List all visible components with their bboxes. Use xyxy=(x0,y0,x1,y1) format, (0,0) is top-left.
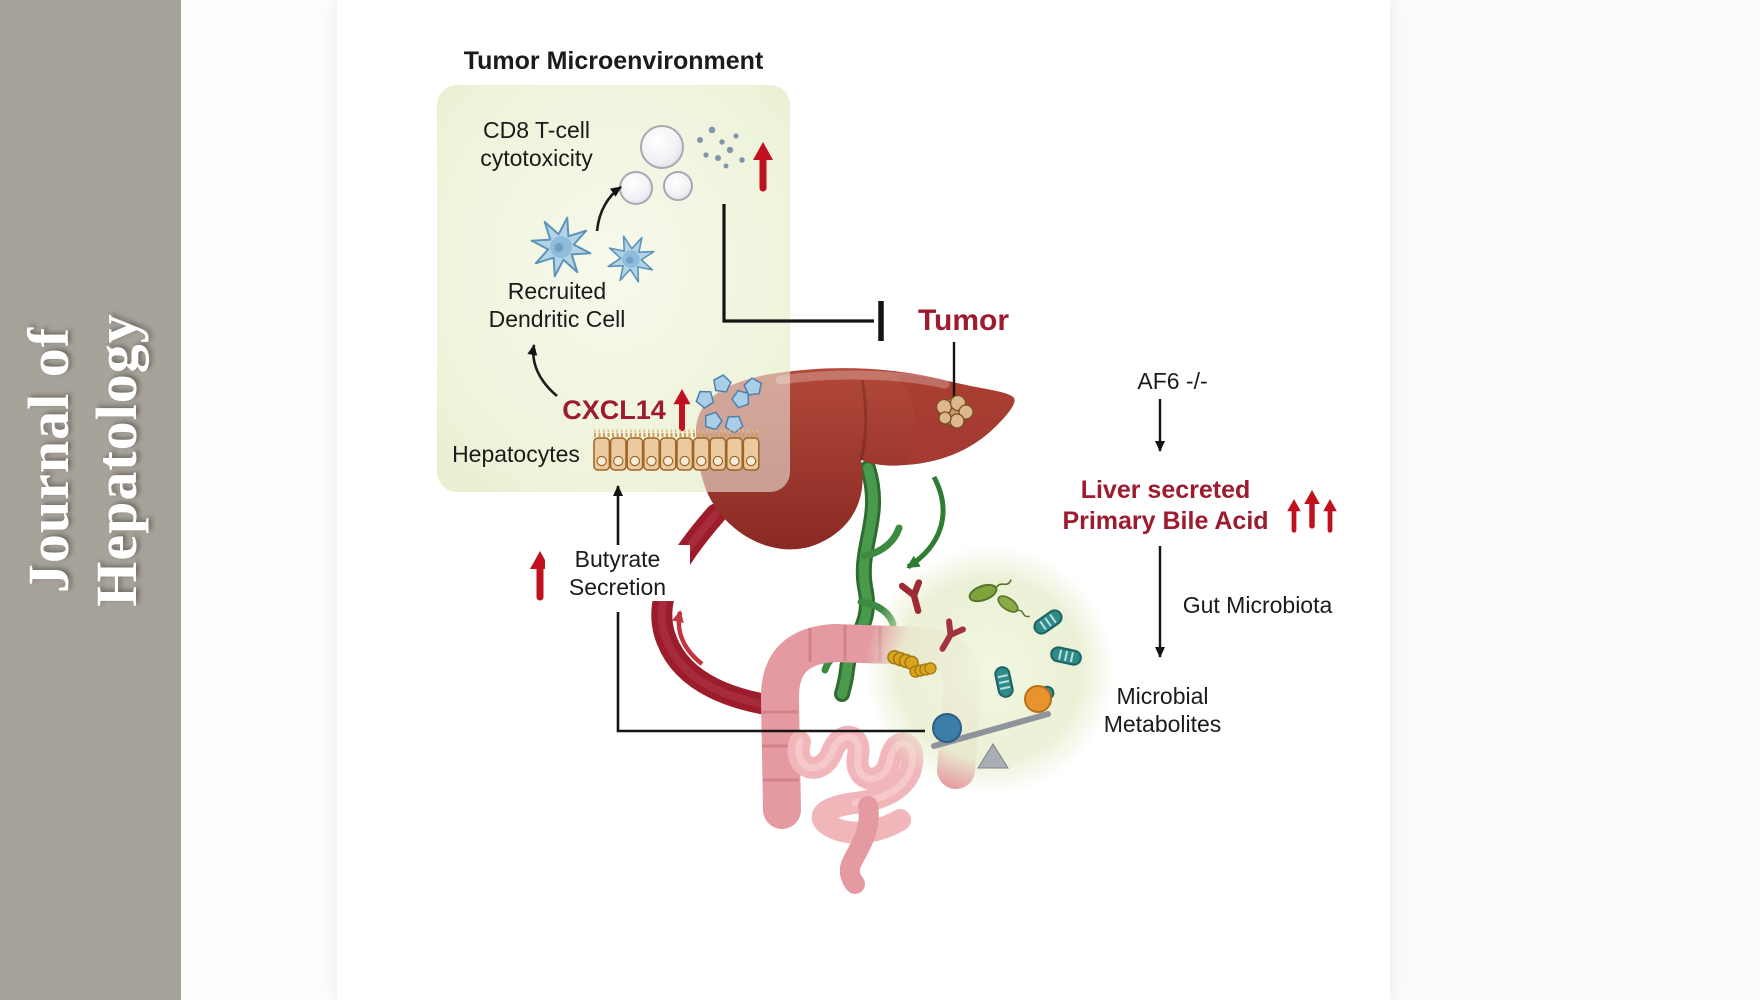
dendritic-label: Recruited Dendritic Cell xyxy=(452,277,662,333)
dendritic-label-line2: Dendritic Cell xyxy=(488,306,626,333)
hepatocytes-label: Hepatocytes xyxy=(452,441,580,467)
t-cell-icon xyxy=(619,125,693,205)
dendritic-label-line1: Recruited xyxy=(507,278,607,304)
microbiome-circle xyxy=(865,545,1115,795)
bile-up-arrows-icon xyxy=(1287,490,1337,530)
bacteria-icons xyxy=(885,579,1084,704)
hepatocyte-row xyxy=(593,429,760,471)
vessel-flow-arrow-icon xyxy=(672,610,704,666)
bile-acid-label-line2: Primary Bile Acid xyxy=(1062,506,1269,535)
page-margin xyxy=(181,0,337,1000)
journal-sidebar: Journal of Hepatology xyxy=(0,0,181,1000)
cxcl14-label: CXCL14 xyxy=(562,395,666,425)
cd8-label: CD8 T-cell cytotoxicity xyxy=(444,116,629,172)
metabolites-label-line2: Metabolites xyxy=(1103,711,1222,738)
inhibition-bar-icon xyxy=(722,204,884,341)
balance-scale-icon xyxy=(931,685,1052,769)
bile-acid-label: Liver secreted Primary Bile Acid xyxy=(1038,475,1293,536)
tme-box xyxy=(437,85,790,492)
recruitment-arrow-icon xyxy=(595,185,622,232)
cd8-label-line1: CD8 T-cell xyxy=(483,117,590,143)
butyrate-path-arrow xyxy=(613,485,925,733)
metabolites-label: Microbial Metabolites xyxy=(1075,682,1250,738)
tumor-label: Tumor xyxy=(917,304,1010,337)
portal-vein-icon xyxy=(821,460,903,702)
portal-flow-arrow-icon xyxy=(906,475,946,570)
af6-label: AF6 -/- xyxy=(1137,368,1208,394)
butyrate-label: Butyrate Secretion xyxy=(545,545,690,602)
recruitment-arrow-icon xyxy=(527,344,558,397)
bile-acid-label-line1: Liver secreted xyxy=(1080,476,1251,504)
granule-dots-icon xyxy=(697,126,745,169)
butyrate-label-line1: Butyrate xyxy=(574,546,661,572)
butyrate-label-line2: Secretion xyxy=(568,574,667,601)
tumor-nodule-icon xyxy=(935,394,974,429)
cd8-label-line2: cytotoxicity xyxy=(480,145,593,172)
metabolites-label-line1: Microbial xyxy=(1116,683,1209,709)
tme-title: Tumor Microenvironment xyxy=(463,47,764,75)
gut-microbiota-label: Gut Microbiota xyxy=(1182,592,1333,618)
